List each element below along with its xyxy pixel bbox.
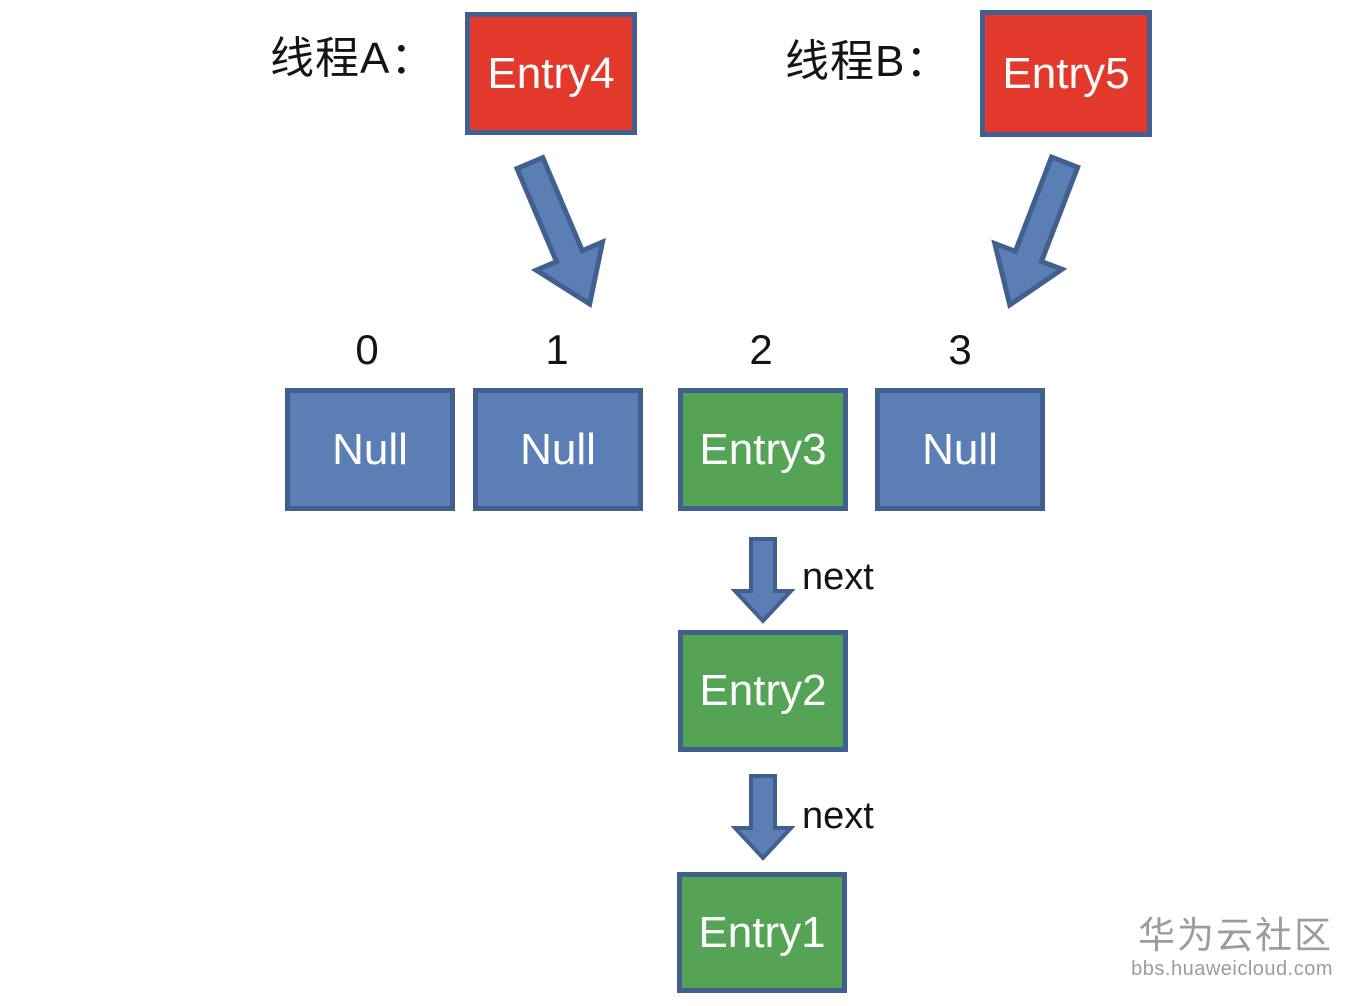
next-pointer-label: next	[802, 795, 874, 837]
watermark-url: bbs.huaweicloud.com	[1131, 957, 1333, 980]
chain-entry1-node: Entry1	[677, 872, 847, 993]
bucket-0-text: Null	[332, 424, 408, 474]
chain-entry2-node: Entry2	[678, 630, 848, 752]
bucket-2-node: Entry3	[678, 388, 848, 511]
thread-a-down-arrow-icon	[480, 138, 640, 330]
chain-entry1-text: Entry1	[698, 907, 826, 957]
thread-b-label: 线程B：	[785, 37, 951, 86]
thread-b-down-arrow-icon	[959, 139, 1115, 329]
bucket-3-node: Null	[875, 388, 1045, 511]
next-arrow-icon	[730, 773, 796, 861]
bucket-index-1: 1	[545, 326, 569, 373]
next-arrow-icon	[730, 536, 796, 624]
bucket-2-text: Entry3	[699, 424, 827, 474]
bucket-index-0: 0	[355, 326, 379, 373]
watermark-title: 华为云社区	[1138, 915, 1333, 956]
bucket-index-2: 2	[749, 326, 773, 373]
bucket-1-text: Null	[520, 424, 596, 474]
next-pointer-label: next	[802, 556, 874, 598]
chain-entry2-text: Entry2	[699, 666, 827, 715]
thread-a-label: 线程A：	[270, 34, 436, 83]
bucket-3-text: Null	[922, 424, 998, 474]
thread-a-entry-node: Entry4	[465, 12, 637, 135]
bucket-0-node: Null	[285, 388, 455, 511]
thread-b-entry-node: Entry5	[980, 10, 1152, 137]
watermark: 华为云社区 bbs.huaweicloud.com	[1131, 915, 1333, 981]
thread-a-entry-text: Entry4	[487, 48, 615, 98]
bucket-index-3: 3	[948, 326, 972, 373]
thread-b-entry-text: Entry5	[1002, 48, 1130, 98]
bucket-1-node: Null	[473, 388, 643, 511]
